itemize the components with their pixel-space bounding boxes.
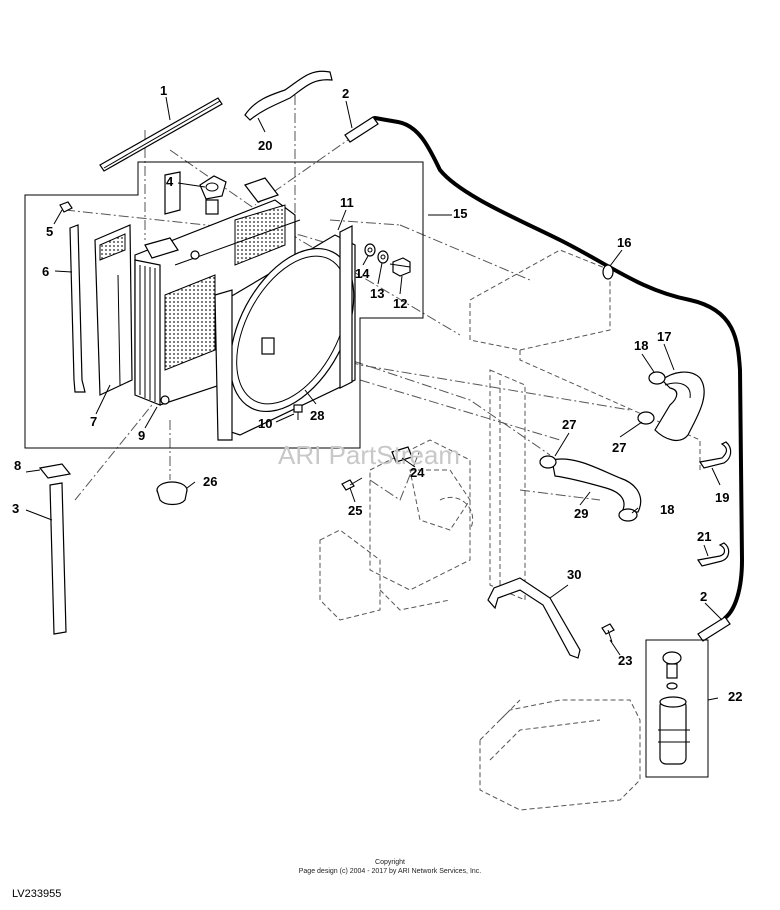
callout-2-lower: 2 xyxy=(700,589,707,604)
callout-30: 30 xyxy=(567,567,581,582)
clip-21[interactable] xyxy=(696,542,730,567)
callout-28: 28 xyxy=(310,408,324,423)
coolant-reservoir-22[interactable] xyxy=(645,639,709,778)
radiator-cap[interactable] xyxy=(199,175,227,215)
leader-lines xyxy=(25,96,723,701)
bolt-5[interactable] xyxy=(59,201,73,213)
callout-22: 22 xyxy=(728,689,742,704)
fan-shroud[interactable] xyxy=(205,225,379,441)
grommet-26[interactable] xyxy=(156,481,188,506)
callout-18-lower: 18 xyxy=(660,502,674,517)
assembly-lines xyxy=(64,95,631,501)
callout-12: 12 xyxy=(393,296,407,311)
callout-29: 29 xyxy=(574,506,588,521)
callout-2-upper: 2 xyxy=(342,86,349,101)
callout-23: 23 xyxy=(618,653,632,668)
callout-7: 7 xyxy=(90,414,97,429)
bracket-20[interactable] xyxy=(244,70,333,121)
callout-13: 13 xyxy=(370,286,384,301)
callout-24: 24 xyxy=(410,465,425,480)
overflow-hose[interactable] xyxy=(373,116,745,620)
callout-27-left: 27 xyxy=(562,417,576,432)
callout-15: 15 xyxy=(453,206,467,221)
clamp-27-left[interactable] xyxy=(539,455,557,469)
callout-21: 21 xyxy=(697,529,711,544)
clamp-18-upper[interactable] xyxy=(648,371,666,385)
clamp-16[interactable] xyxy=(602,264,614,280)
callout-18-upper: 18 xyxy=(634,338,648,353)
callout-27-right: 27 xyxy=(612,440,626,455)
seal-strip[interactable] xyxy=(99,97,223,172)
callout-3: 3 xyxy=(12,501,19,516)
callout-17: 17 xyxy=(657,329,671,344)
chassis-frame-ghost xyxy=(319,249,701,811)
bolt-23[interactable] xyxy=(601,623,615,643)
callout-11: 11 xyxy=(340,195,354,210)
bolt-12[interactable] xyxy=(389,257,411,277)
callout-1: 1 xyxy=(160,83,167,98)
callout-8: 8 xyxy=(14,458,21,473)
callout-9: 9 xyxy=(138,428,145,443)
hose-end-lower[interactable] xyxy=(697,616,731,642)
hose-end-upper[interactable] xyxy=(344,116,379,143)
callout-labels: 1 2 2 3 4 5 6 7 8 9 10 11 12 13 14 15 16… xyxy=(12,83,742,704)
clamp-27-right[interactable] xyxy=(637,411,655,425)
clip-19[interactable] xyxy=(698,441,732,469)
callout-26: 26 xyxy=(203,474,217,489)
bracket-30[interactable] xyxy=(487,577,581,659)
washer-13[interactable] xyxy=(377,250,389,264)
screen-7[interactable] xyxy=(94,224,133,396)
footer-page-design: Page design (c) 2004 - 2017 by ARI Netwo… xyxy=(298,868,482,875)
side-seal-6[interactable] xyxy=(69,224,86,393)
callout-10: 10 xyxy=(258,416,272,431)
callout-16: 16 xyxy=(617,235,631,250)
callout-4: 4 xyxy=(166,174,174,189)
callout-5: 5 xyxy=(46,224,53,239)
watermark: ARI PartStream xyxy=(278,440,460,470)
strip-3[interactable] xyxy=(49,482,67,635)
callout-14: 14 xyxy=(355,266,370,281)
nut-14[interactable] xyxy=(364,243,376,257)
bolt-10[interactable] xyxy=(293,404,303,420)
callout-19: 19 xyxy=(715,490,729,505)
footer-copyright: Copyright xyxy=(375,859,405,866)
diagram-id-label: LV233955 xyxy=(12,888,62,900)
cap-8[interactable] xyxy=(38,463,72,479)
bolt-25[interactable] xyxy=(341,477,363,491)
lower-hose-29[interactable] xyxy=(551,458,642,513)
callout-25: 25 xyxy=(348,503,362,518)
assembly-outline xyxy=(24,161,424,449)
upper-hose-17[interactable] xyxy=(654,371,705,442)
clip-24[interactable] xyxy=(391,446,413,463)
callout-6: 6 xyxy=(42,264,49,279)
callout-20: 20 xyxy=(258,138,272,153)
